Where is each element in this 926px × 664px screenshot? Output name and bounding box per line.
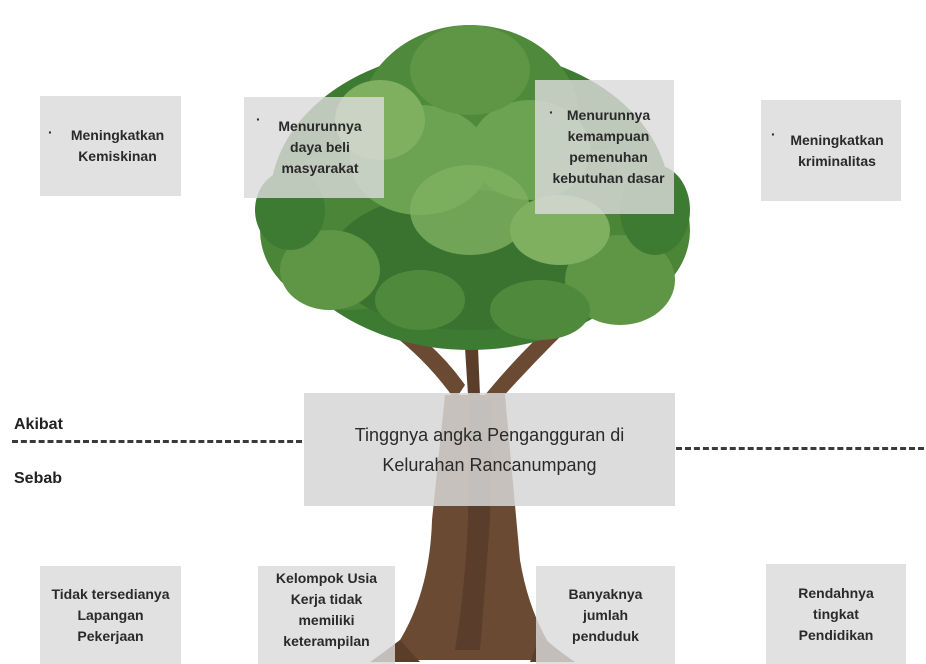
effect-box: · Menurunnya daya beli masyarakat xyxy=(244,97,384,198)
bullet: · xyxy=(771,126,776,142)
bullet: · xyxy=(48,124,53,140)
cause-text: Tidak tersedianya Lapangan Pekerjaan xyxy=(51,585,170,644)
cause-text: Kelompok Usia Kerja tidak memiliki keter… xyxy=(275,570,378,649)
bullet: · xyxy=(256,111,261,127)
effect-box: · Menurunnya kemampuan pemenuhan kebutuh… xyxy=(535,80,674,214)
effect-box: · Meningkatkan Kemiskinan xyxy=(40,96,181,196)
effect-text: Meningkatkan Kemiskinan xyxy=(70,127,165,164)
bullet: · xyxy=(549,104,554,120)
divider-right xyxy=(676,447,924,450)
effect-text: Menurunnya daya beli masyarakat xyxy=(278,118,362,176)
effect-text: Menurunnya kemampuan pemenuhan kebutuhan… xyxy=(552,107,665,186)
effect-text: Meningkatkan kriminalitas xyxy=(790,131,884,169)
effect-box: · Meningkatkan kriminalitas xyxy=(761,100,901,201)
cause-box: Banyaknya jumlah penduduk xyxy=(536,566,675,664)
divider-left xyxy=(12,440,302,443)
cause-box: Kelompok Usia Kerja tidak memiliki keter… xyxy=(258,566,395,664)
cause-text: Rendahnya tingkat Pendidikan xyxy=(798,584,874,643)
label-akibat: Akibat xyxy=(14,416,63,433)
label-sebab: Sebab xyxy=(14,470,63,487)
core-problem-box: Tinggnya angka Pengangguran di Kelurahan… xyxy=(304,393,675,506)
cause-box: Tidak tersedianya Lapangan Pekerjaan xyxy=(40,566,181,664)
cause-box: Rendahnya tingkat Pendidikan xyxy=(766,564,906,664)
cause-text: Banyaknya jumlah penduduk xyxy=(568,585,643,644)
